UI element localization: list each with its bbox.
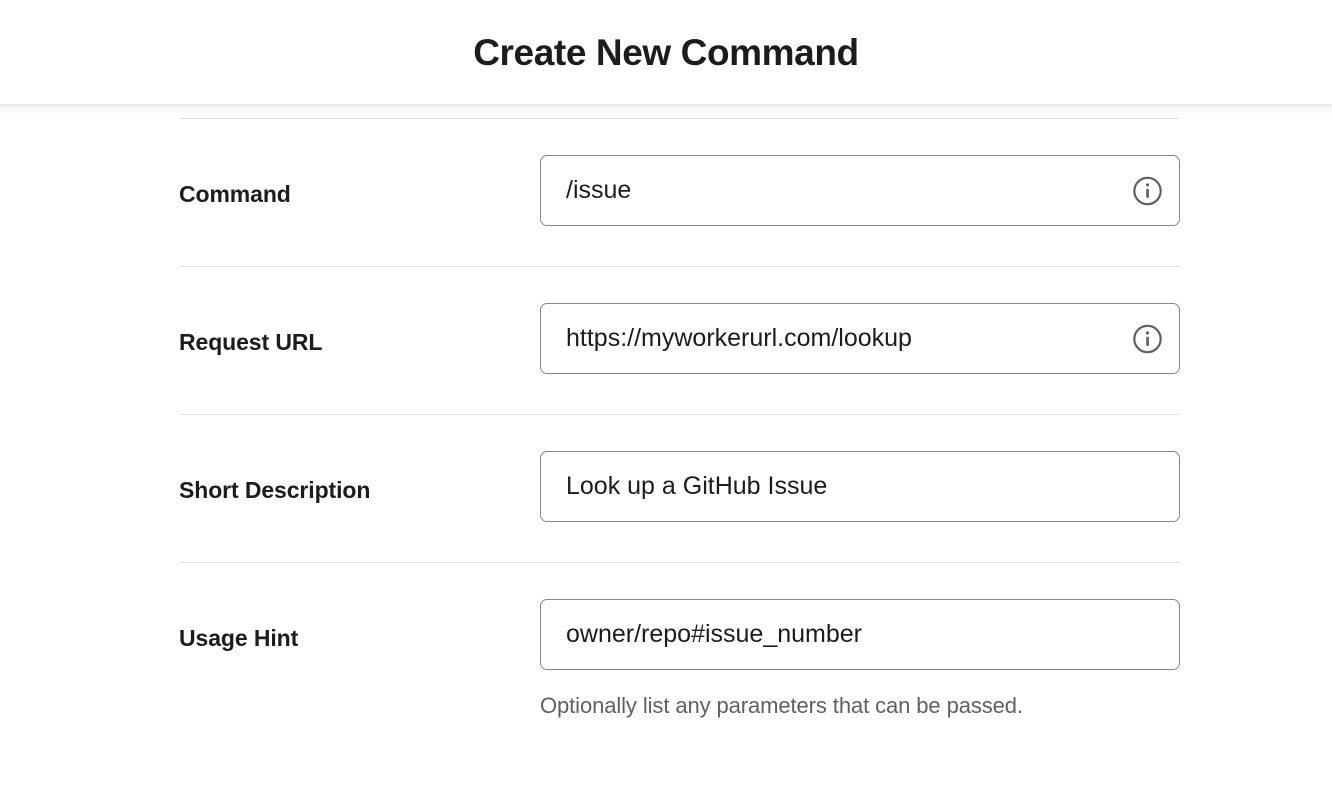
control-request-url	[540, 267, 1180, 374]
page-title: Create New Command	[473, 31, 859, 73]
request-url-input[interactable]	[540, 303, 1180, 374]
label-request-url: Request URL	[179, 329, 323, 355]
short-description-input[interactable]	[540, 451, 1180, 522]
info-icon-command[interactable]	[1132, 175, 1163, 206]
row-divider	[179, 562, 1180, 563]
control-command	[540, 119, 1180, 226]
usage-hint-input[interactable]	[540, 599, 1180, 670]
form-row-short-description: Short Description	[179, 415, 1180, 562]
form-row-request-url: Request URL	[179, 267, 1180, 414]
page-header: Create New Command	[0, 0, 1332, 104]
usage-hint-helper-text: Optionally list any parameters that can …	[540, 693, 1023, 718]
control-usage-hint: Optionally list any parameters that can …	[540, 563, 1180, 719]
info-icon-request-url[interactable]	[1132, 323, 1163, 354]
command-form: Command Request URL	[0, 104, 1332, 719]
form-row-command: Command	[179, 119, 1180, 266]
row-divider	[179, 266, 1180, 267]
form-inner: Command Request URL	[179, 118, 1180, 719]
command-input[interactable]	[540, 155, 1180, 226]
input-wrap-command	[540, 155, 1180, 226]
label-command: Command	[179, 181, 291, 207]
control-short-description	[540, 415, 1180, 522]
label-short-description: Short Description	[179, 477, 371, 503]
label-usage-hint: Usage Hint	[179, 625, 299, 651]
input-wrap-usage-hint	[540, 599, 1180, 670]
input-wrap-request-url	[540, 303, 1180, 374]
row-divider	[179, 118, 1180, 119]
row-divider	[179, 414, 1180, 415]
input-wrap-short-description	[540, 451, 1180, 522]
form-row-usage-hint: Usage Hint Optionally list any parameter…	[179, 563, 1180, 719]
